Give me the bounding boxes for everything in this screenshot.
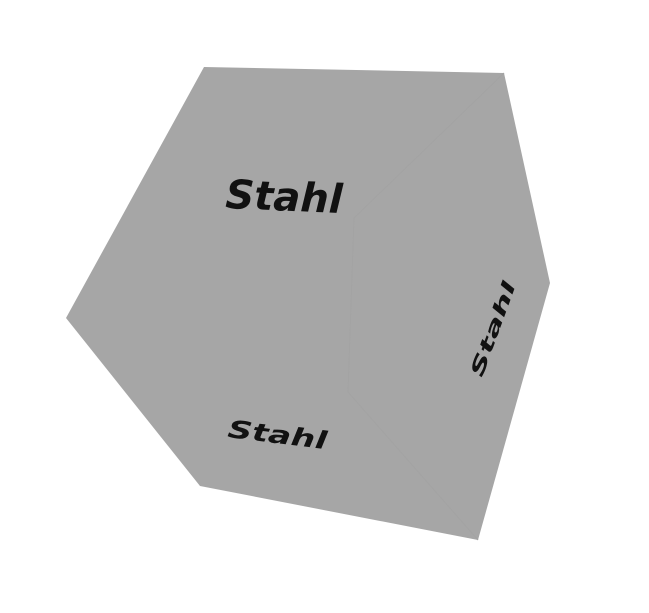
cube-edge xyxy=(353,72,505,219)
cube-edge xyxy=(347,391,479,541)
front-face-label: Stahl xyxy=(225,172,345,223)
cube-edge xyxy=(347,217,355,393)
cube-silhouette xyxy=(66,67,550,540)
